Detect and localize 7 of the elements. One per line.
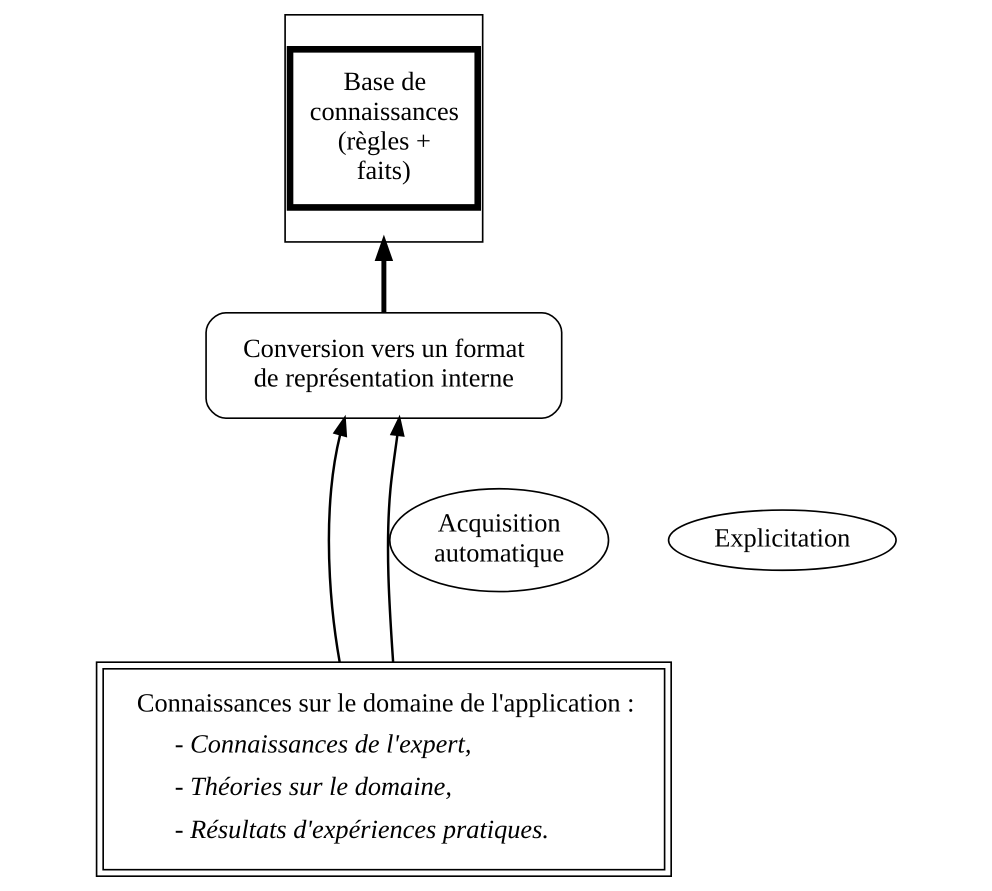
node-box: Connaissances sur le domaine de l'application : - Connaissances de l'expert, - Théories sur le domaine, - Résultats d'expériences pratiques. — [95, 661, 672, 878]
node-ellipse: Acquisition automatique — [388, 488, 609, 592]
node-box: Conversion vers un format de représentation interne — [204, 312, 562, 419]
node-ellipse: Explicitation — [667, 509, 896, 572]
arrow — [374, 234, 393, 312]
arrow — [386, 414, 404, 662]
arrow — [327, 414, 347, 662]
